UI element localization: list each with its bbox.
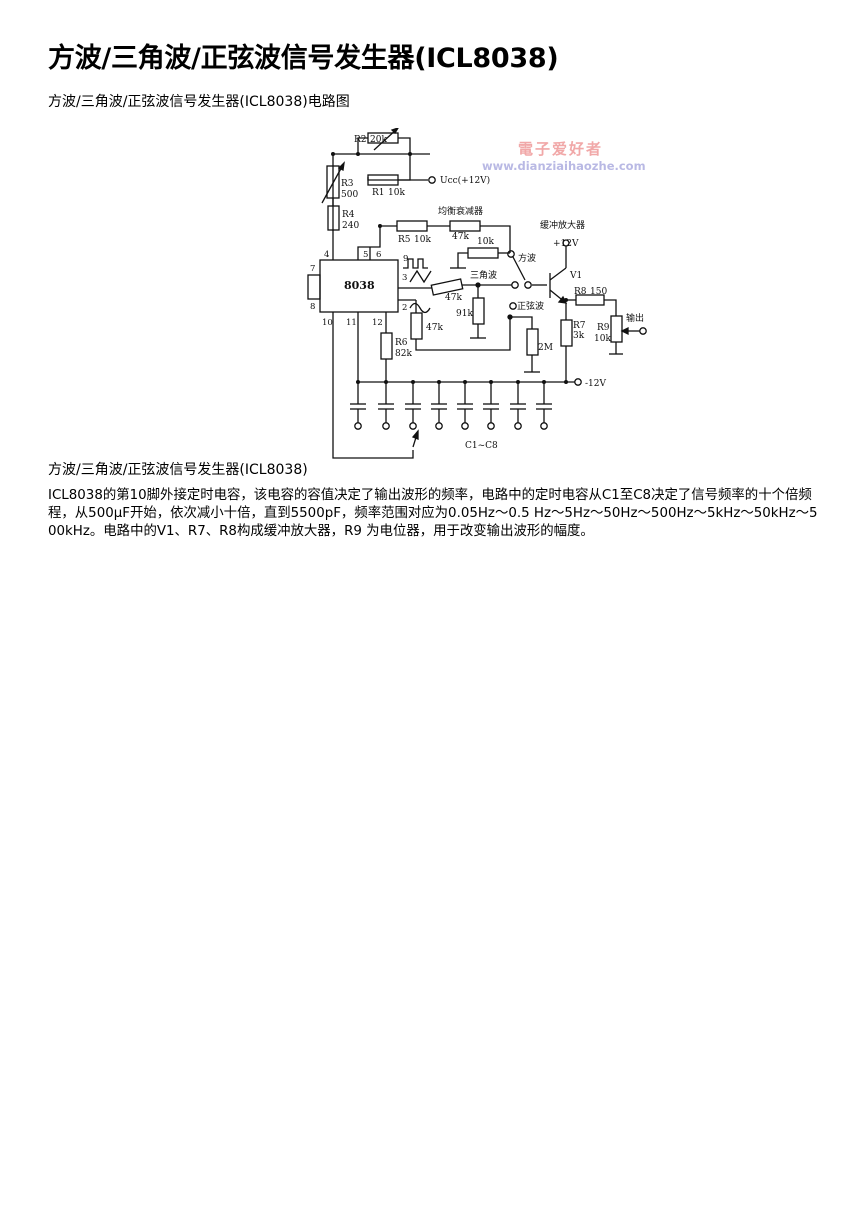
pin-2: 2	[402, 303, 407, 313]
label-r2-value: 20k	[370, 135, 387, 145]
label-balance-attenuator: 均衡衰减器	[438, 205, 483, 217]
label-minus12v: -12V	[585, 379, 606, 389]
label-v1: V1	[569, 271, 582, 281]
label-r7-value: 3k	[573, 331, 585, 341]
label-buffer-amp: 缓冲放大器	[540, 219, 585, 231]
label-r6-value: 82k	[395, 349, 412, 359]
label-91k: 91k	[456, 309, 473, 319]
label-sine-wave: 正弦波	[517, 300, 544, 312]
label-r3: R3	[341, 179, 354, 189]
label-r5: R5	[398, 235, 411, 245]
label-r1: R1	[372, 188, 385, 198]
watermark-url: www.dianziaihaozhe.com	[482, 159, 646, 173]
pin-3: 3	[402, 273, 407, 283]
label-capacitors: C1~C8	[465, 441, 498, 451]
pin-9: 9	[403, 254, 408, 264]
label-output: 输出	[626, 312, 644, 324]
pin-12: 12	[372, 318, 383, 328]
chip-label: 8038	[344, 279, 375, 292]
label-r7: R7	[573, 321, 586, 331]
label-r5-value: 10k	[414, 235, 431, 245]
label-r9-value: 10k	[594, 334, 611, 344]
description-paragraph: ICL8038的第10脚外接定时电容，该电容的容值决定了输出波形的频率，电路中的…	[48, 488, 818, 539]
label-47k-mid: 47k	[445, 293, 462, 303]
label-r3-value: 500	[341, 190, 358, 200]
label-r4-value: 240	[342, 221, 359, 231]
label-r8-value: 150	[590, 287, 607, 297]
label-47k-low: 47k	[426, 323, 443, 333]
pin-10: 10	[322, 318, 333, 328]
pin-7: 7	[310, 264, 315, 274]
label-r6: R6	[395, 338, 408, 348]
label-triangle-wave: 三角波	[470, 269, 497, 281]
label-r9: R9	[597, 323, 610, 333]
pin-5: 5	[363, 250, 368, 260]
pin-6: 6	[376, 250, 381, 260]
label-r2: R2	[354, 135, 367, 145]
pin-8: 8	[310, 302, 315, 312]
label-47k-top: 47k	[452, 232, 469, 242]
figure-subtitle: 方波/三角波/正弦波信号发生器(ICL8038)电路图	[48, 94, 350, 110]
watermark-brand: 電子爱好者	[518, 140, 603, 158]
figure-caption: 方波/三角波/正弦波信号发生器(ICL8038)	[48, 462, 308, 478]
label-plus12v: +12V	[553, 239, 579, 249]
label-2m: 2M	[538, 343, 553, 353]
label-r4: R4	[342, 210, 355, 220]
label-vcc: Ucc(+12V)	[440, 175, 490, 186]
circuit-schematic: 電子爱好者 www.dianziaihaozhe.com R2 20k R3 5…	[307, 128, 647, 459]
label-r8: R8	[574, 287, 587, 297]
label-10k: 10k	[477, 237, 494, 247]
page-title: 方波/三角波/正弦波信号发生器(ICL8038)	[48, 43, 559, 74]
label-square-wave: 方波	[518, 252, 536, 264]
pin-11: 11	[346, 318, 357, 328]
pin-4: 4	[324, 250, 329, 260]
label-r1-value: 10k	[388, 188, 405, 198]
